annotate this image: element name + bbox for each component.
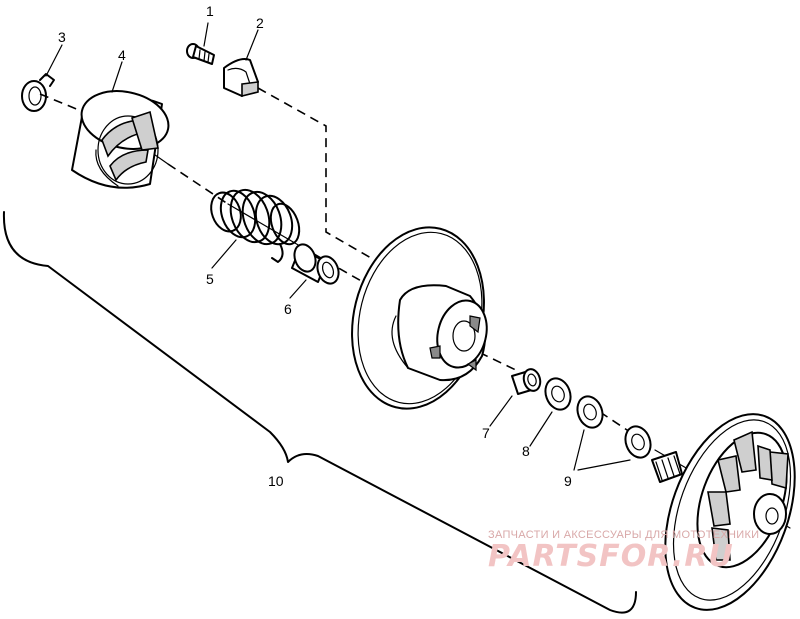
callout-1: 1 xyxy=(206,3,214,19)
part-7-spacer xyxy=(489,368,542,427)
part-8-washer xyxy=(529,377,572,447)
callout-9: 9 xyxy=(564,473,572,489)
part-6-bushing xyxy=(289,243,340,299)
button-guide-line xyxy=(257,87,379,263)
callout-4: 4 xyxy=(118,47,126,63)
callout-labels: 1 2 3 4 5 6 7 8 9 10 xyxy=(58,3,572,489)
watermark-logo: PARTSFOR.RU xyxy=(488,539,734,574)
callout-10: 10 xyxy=(268,473,284,489)
part-3-snap-ring xyxy=(21,44,63,112)
callout-6: 6 xyxy=(284,301,292,317)
callout-2: 2 xyxy=(256,15,264,31)
part-5-spring xyxy=(210,188,301,269)
part-4-helix-cam xyxy=(71,61,170,189)
callout-3: 3 xyxy=(58,29,66,45)
callout-5: 5 xyxy=(206,271,214,287)
part-9-washers xyxy=(573,395,652,471)
callout-8: 8 xyxy=(522,443,530,459)
assembly-bracket xyxy=(2,211,637,614)
callout-7: 7 xyxy=(482,425,490,441)
watermark-caption: ЗАПЧАСТИ И АКСЕССУАРЫ ДЛЯ МОТОТЕХНИКИ xyxy=(488,529,759,541)
fixed-sheave xyxy=(651,413,796,611)
part-1-screw xyxy=(186,22,215,65)
watermark: ЗАПЧАСТИ И АКСЕССУАРЫ ДЛЯ МОТОТЕХНИКИ PA… xyxy=(488,529,759,574)
part-2-slider-button xyxy=(223,29,259,98)
movable-sheave xyxy=(351,226,488,410)
